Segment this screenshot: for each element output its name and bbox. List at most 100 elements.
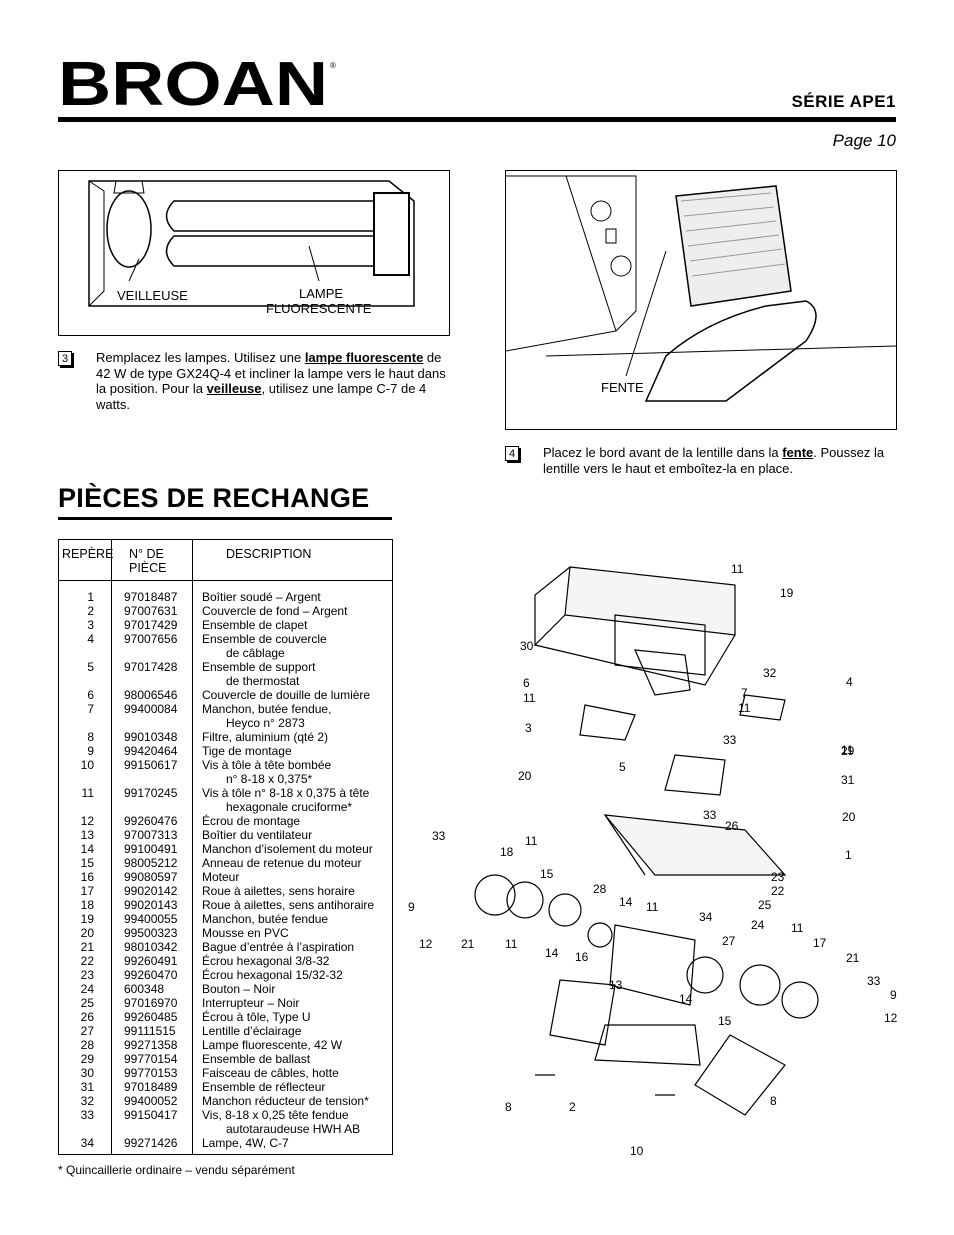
callout: 34 xyxy=(699,910,713,924)
col-header-part-1: N° DE xyxy=(129,547,164,561)
part-number: 99150417 xyxy=(124,1108,178,1122)
callout: 24 xyxy=(751,918,765,932)
callout: 26 xyxy=(725,819,739,833)
part-description: Couvercle de douille de lumière xyxy=(202,688,371,702)
part-description: Couvercle de fond – Argent xyxy=(202,604,348,618)
part-description: Manchon d’isolement du moteur xyxy=(202,842,373,856)
part-number: 99400084 xyxy=(124,702,178,716)
part-ref: 2 xyxy=(87,604,94,618)
part-ref: 34 xyxy=(80,1136,94,1150)
part-ref: 19 xyxy=(80,912,94,926)
callout: 33 xyxy=(867,974,881,988)
callout: 28 xyxy=(593,882,607,896)
part-number: 99260491 xyxy=(124,954,178,968)
part-number: 98005212 xyxy=(124,856,178,870)
part-description: Manchon réducteur de tension* xyxy=(202,1094,369,1108)
callout: 33 xyxy=(703,808,717,822)
callout: 30 xyxy=(520,639,534,653)
part-ref: 8 xyxy=(87,730,94,744)
part-ref: 32 xyxy=(80,1094,94,1108)
part-number: 99020143 xyxy=(124,898,178,912)
part-ref: 5 xyxy=(87,660,94,674)
part-ref: 28 xyxy=(80,1038,94,1052)
part-ref: 33 xyxy=(80,1108,94,1122)
part-ref: 29 xyxy=(80,1052,94,1066)
diagram-callouts: 11 19 30 6 11 32 4 7 11 3 33 11 5 29 20 … xyxy=(408,562,898,1158)
callout: 13 xyxy=(609,978,623,992)
part-number: 97018487 xyxy=(124,590,178,604)
callout: 14 xyxy=(545,946,559,960)
part-ref: 6 xyxy=(87,688,94,702)
col-divider-2 xyxy=(192,540,193,1154)
part-number: 99500323 xyxy=(124,926,178,940)
callout: 14 xyxy=(619,895,633,909)
broan-logo: BROAN ® xyxy=(58,58,340,108)
page-number: Page 10 xyxy=(832,131,896,150)
part-number: 99420464 xyxy=(124,744,178,758)
part-description: Anneau de retenue du moteur xyxy=(202,856,362,870)
part-ref: 16 xyxy=(80,870,94,884)
callout: 21 xyxy=(461,937,475,951)
part-description: Écrou à tôle, Type U xyxy=(202,1010,311,1024)
section-title-rule xyxy=(58,517,392,520)
part-ref: 3 xyxy=(87,618,94,632)
part-number: 99170245 xyxy=(124,786,178,800)
part-ref: 9 xyxy=(87,744,94,758)
part-description: Interrupteur – Noir xyxy=(202,996,300,1010)
callout: 7 xyxy=(741,686,748,700)
label-lamp-line1: LAMPE xyxy=(299,286,344,301)
part-description-cont: hexagonale cruciforme* xyxy=(226,800,353,814)
part-ref: 18 xyxy=(80,898,94,912)
part-description: Vis à tôle à tête bombée xyxy=(202,758,332,772)
part-ref: 20 xyxy=(80,926,94,940)
callout: 1 xyxy=(845,848,852,862)
part-description-cont: de câblage xyxy=(226,646,285,660)
part-description: Ensemble de ballast xyxy=(202,1052,311,1066)
part-number: 99150617 xyxy=(124,758,178,772)
callout: 11 xyxy=(646,900,659,914)
callout: 31 xyxy=(841,773,855,787)
lens-illustration xyxy=(506,175,896,402)
part-description: Vis, 8-18 x 0,25 tête fendue xyxy=(202,1108,349,1122)
callout: 19 xyxy=(780,586,794,600)
callout: 4 xyxy=(846,675,853,689)
part-description: Lampe fluorescente, 42 W xyxy=(202,1038,343,1052)
callout: 9 xyxy=(890,988,897,1002)
part-ref: 4 xyxy=(87,632,94,646)
callout: 10 xyxy=(630,1144,644,1158)
callout: 12 xyxy=(419,937,433,951)
footnote: * Quincaillerie ordinaire – vendu séparé… xyxy=(58,1163,295,1177)
callout: 23 xyxy=(771,870,785,884)
part-description: Écrou hexagonal 3/8-32 xyxy=(202,954,330,968)
lens-figure: FENTE xyxy=(505,170,897,430)
part-number: 99020142 xyxy=(124,884,178,898)
section-title: PIÈCES DE RECHANGE xyxy=(58,483,370,513)
callout: 9 xyxy=(408,900,415,914)
callout: 8 xyxy=(505,1100,512,1114)
part-ref: 7 xyxy=(87,702,94,716)
part-number: 99100491 xyxy=(124,842,178,856)
part-number: 98006546 xyxy=(124,688,178,702)
col-divider-1 xyxy=(111,540,112,1154)
part-ref: 30 xyxy=(80,1066,94,1080)
part-description: Lampe, 4W, C-7 xyxy=(202,1136,289,1150)
part-ref: 23 xyxy=(80,968,94,982)
label-night-light: VEILLEUSE xyxy=(117,288,188,303)
step-4-text: Placez le bord avant de la lentille dans… xyxy=(543,445,885,476)
callout: 15 xyxy=(540,867,554,881)
part-description: Ensemble de réflecteur xyxy=(202,1080,326,1094)
part-description-cont: Heyco n° 2873 xyxy=(226,716,305,730)
callout: 25 xyxy=(758,898,772,912)
part-description: Filtre, aluminium (qté 2) xyxy=(202,730,329,744)
callout: 33 xyxy=(432,829,446,843)
callout: 11 xyxy=(791,921,804,935)
callout: 3 xyxy=(525,721,532,735)
header-divider xyxy=(59,580,392,581)
callout: 27 xyxy=(722,934,736,948)
part-ref: 1 xyxy=(87,590,94,604)
part-number: 97007313 xyxy=(124,828,178,842)
part-number: 97017429 xyxy=(124,618,178,632)
part-ref: 21 xyxy=(80,940,94,954)
part-ref: 10 xyxy=(80,758,94,772)
